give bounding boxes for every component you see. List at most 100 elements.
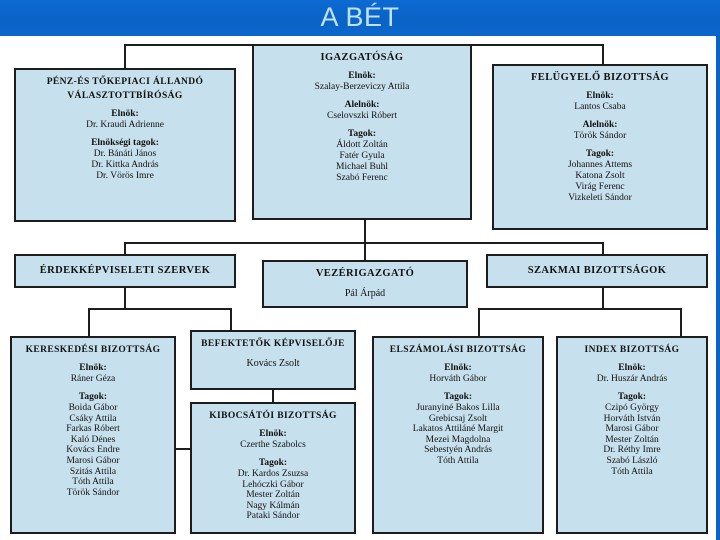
szakmai-title: SZAKMAI BIZOTTSÁGOK xyxy=(527,265,667,276)
connector-befektetok-down xyxy=(272,390,274,402)
kibocsatoi-tag: Pataki Sándor xyxy=(246,511,300,522)
igazgatosag-tag: Michael Buhl xyxy=(336,162,388,172)
igazgatosag-alelnok: Cselovszki Róbert xyxy=(327,111,397,121)
igazgatosag-elnok: Szalay-Berzeviczy Attila xyxy=(314,82,410,92)
igazgatosag-alelnok-label: Alelnök: xyxy=(344,100,380,110)
valasztottbirosag-title-line2: VÁLASZTOTTBÍRÓSÁG xyxy=(67,91,183,101)
node-szakmai-bizottsagok[interactable]: SZAKMAI BIZOTTSÁGOK xyxy=(486,254,708,288)
node-erdekkepviseleti-szervek[interactable]: ÉRDEKKÉPVISELETI SZERVEK xyxy=(14,254,236,288)
felugyelo-tag: Virág Ferenc xyxy=(575,182,625,192)
connector-drop-erdekkepviseleti xyxy=(124,242,126,256)
connector-drop-szakmai xyxy=(602,242,604,256)
kereskedesi-tag: Boida Gábor xyxy=(68,403,118,413)
node-befektetok-kepviseloje[interactable]: BEFEKTETŐK KÉPVISELŐJE Kovács Zsolt xyxy=(190,330,356,390)
kereskedesi-tag: Tóth Attila xyxy=(72,477,114,488)
connector-kibocsatoi-stub xyxy=(176,448,192,450)
connector-drop-vezerigazgato xyxy=(364,242,366,262)
befektetok-name: Kovács Zsolt xyxy=(246,358,300,369)
connector-drop-elszamolasi xyxy=(478,308,480,336)
felugyelo-tag: Vizkeleti Sándor xyxy=(568,193,632,203)
node-kereskedesi-bizottsag[interactable]: KERESKEDÉSI BIZOTTSÁG Elnök: Ráner Géza … xyxy=(10,336,176,534)
page-title: A BÉT xyxy=(320,2,400,32)
kibocsatoi-title: KIBOCSÁTÓI BIZOTTSÁG xyxy=(209,411,337,421)
connector-drop-valasztottbirosag xyxy=(124,44,126,70)
connector-erdek-bus xyxy=(88,308,232,310)
elszamolasi-elnok-label: Elnök: xyxy=(444,363,472,373)
igazgatosag-tag: Szabó Ferenc xyxy=(336,173,388,183)
valasztottbirosag-tag: Dr. Bánáti János xyxy=(93,149,157,159)
elszamolasi-tag: Sebestyén András xyxy=(424,445,492,456)
vezerigazgato-title: VEZÉRIGAZGATÓ xyxy=(315,268,415,279)
node-kibocsatoi-bizottsag[interactable]: KIBOCSÁTÓI BIZOTTSÁG Elnök: Czerthe Szab… xyxy=(190,402,356,534)
node-igazgatosag[interactable]: IGAZGATÓSÁG Elnök: Szalay-Berzeviczy Att… xyxy=(252,44,472,220)
igazgatosag-tagok-label: Tagok: xyxy=(347,129,377,139)
valasztottbirosag-elnok-label: Elnök: xyxy=(111,109,139,119)
kereskedesi-tag: Csáky Attila xyxy=(69,413,117,424)
index-tag: Marosi Gábor xyxy=(605,424,659,435)
felugyelo-elnok-label: Elnök: xyxy=(586,91,614,101)
connector-szakmai-down xyxy=(602,286,604,308)
kibocsatoi-tagok-label: Tagok: xyxy=(258,458,288,468)
kereskedesi-tag: Török Sándor xyxy=(66,487,120,498)
elszamolasi-tagok-label: Tagok: xyxy=(443,392,473,402)
index-tag: Czipó György xyxy=(605,403,659,413)
igazgatosag-tag: Áldott Zoltán xyxy=(336,140,388,150)
connector-erdek-down xyxy=(124,286,126,308)
elszamolasi-tag: Juranyiné Bakos Lilla xyxy=(416,403,500,413)
kereskedesi-elnok-label: Elnök: xyxy=(79,363,107,373)
valasztottbirosag-tagok-label: Elnökségi tagok: xyxy=(91,138,159,148)
connector-drop-index xyxy=(680,308,682,336)
kereskedesi-title: KERESKEDÉSI BIZOTTSÁG xyxy=(25,345,161,355)
kibocsatoi-tag: Mester Zoltán xyxy=(246,490,300,501)
index-tag: Horváth István xyxy=(603,413,661,424)
valasztottbirosag-elnok: Dr. Kraudi Adrienne xyxy=(86,120,164,130)
index-title: INDEX BIZOTTSÁG xyxy=(584,345,680,355)
node-index-bizottsag[interactable]: INDEX BIZOTTSÁG Elnök: Dr. Huszár András… xyxy=(556,336,708,534)
connector-igazgatosag-down xyxy=(364,218,366,244)
node-vezerigazgato[interactable]: VEZÉRIGAZGATÓ Pál Árpád xyxy=(262,260,468,308)
connector-szakmai-bus xyxy=(478,308,682,310)
elszamolasi-tag: Mezei Magdolna xyxy=(425,434,491,445)
node-elszamolasi-bizottsag[interactable]: ELSZÁMOLÁSI BIZOTTSÁG Elnök: Horváth Gáb… xyxy=(372,336,544,534)
valasztottbirosag-tag: Dr. Kittka András xyxy=(91,160,159,170)
felugyelo-tag: Johannes Attems xyxy=(567,160,633,170)
igazgatosag-title: IGAZGATÓSÁG xyxy=(320,52,404,63)
title-banner xyxy=(0,0,720,36)
right-edge-rule xyxy=(716,36,720,540)
kibocsatoi-elnok: Czerthe Szabolcs xyxy=(240,440,306,450)
vezerigazgato-name: Pál Árpád xyxy=(344,288,386,299)
index-tag: Dr. Réthy Imre xyxy=(603,445,661,456)
valasztottbirosag-title-line1: PÉNZ-ÉS TŐKEPIACI ÁLLANDÓ xyxy=(46,77,204,87)
befektetok-title: BEFEKTETŐK KÉPVISELŐJE xyxy=(201,339,345,349)
elszamolasi-tag: Grebicsaj Zsolt xyxy=(428,413,488,424)
kibocsatoi-tag: Nagy Kálmán xyxy=(246,500,300,511)
index-elnok: Dr. Huszár András xyxy=(596,374,668,384)
valasztottbirosag-tag: Dr. Vörös Imre xyxy=(96,171,154,181)
connector-drop-befektetok xyxy=(230,308,232,330)
node-felugyelo-bizottsag[interactable]: FELÜGYELŐ BIZOTTSÁG Elnök: Lantos Csaba … xyxy=(492,64,708,230)
kereskedesi-tag: Marosi Gábor xyxy=(66,455,120,466)
index-tagok-label: Tagok: xyxy=(617,392,647,402)
connector-drop-felugyelo xyxy=(602,44,604,66)
kereskedesi-tag: Kaló Dénes xyxy=(70,434,116,445)
elszamolasi-tag: Lakatos Attiláné Margit xyxy=(412,424,504,435)
index-elnok-label: Elnök: xyxy=(618,363,646,373)
erdekkepviseleti-title: ÉRDEKKÉPVISELETI SZERVEK xyxy=(39,265,211,276)
node-valasztottbirosag[interactable]: PÉNZ-ÉS TŐKEPIACI ÁLLANDÓ VÁLASZTOTTBÍRÓ… xyxy=(14,68,236,222)
igazgatosag-elnok-label: Elnök: xyxy=(348,71,376,81)
felugyelo-title: FELÜGYELŐ BIZOTTSÁG xyxy=(530,72,669,83)
igazgatosag-tag: Fatér Gyula xyxy=(339,151,385,161)
felugyelo-alelnok-label: Alelnök: xyxy=(582,120,618,130)
elszamolasi-title: ELSZÁMOLÁSI BIZOTTSÁG xyxy=(389,345,527,355)
felugyelo-alelnok: Török Sándor xyxy=(573,131,627,141)
felugyelo-elnok: Lantos Csaba xyxy=(574,102,626,112)
kereskedesi-elnok: Ráner Géza xyxy=(70,374,116,384)
connector-drop-kereskedesi xyxy=(88,308,90,336)
kibocsatoi-tag: Dr. Kardos Zsuzsa xyxy=(237,469,309,479)
elszamolasi-elnok: Horváth Gábor xyxy=(429,374,487,384)
connector-top-right xyxy=(470,44,604,46)
felugyelo-tagok-label: Tagok: xyxy=(585,149,615,159)
kereskedesi-tag: Kovács Endre xyxy=(66,445,120,456)
index-tag: Szabó László xyxy=(606,455,658,466)
